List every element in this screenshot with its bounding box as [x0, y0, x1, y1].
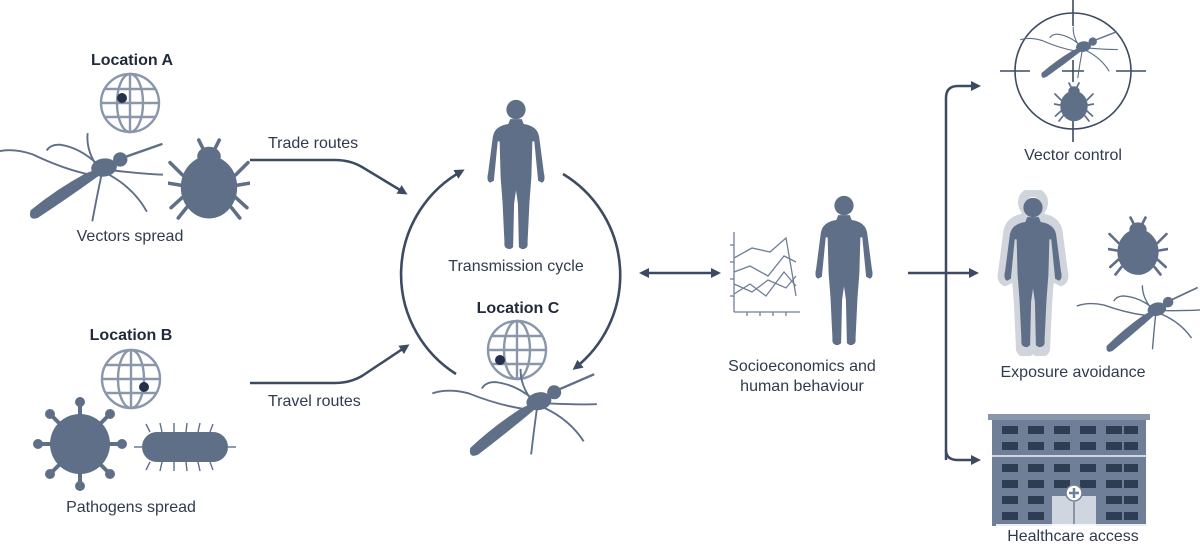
mosquito-icon	[429, 352, 610, 474]
travel-routes-group: Travel routes	[250, 344, 410, 410]
transmission-cycle-group: Transmission cycle Location C	[399, 99, 622, 474]
pathogens-spread-group: Pathogens spread	[33, 397, 236, 516]
travel-routes-label: Travel routes	[268, 393, 361, 410]
location-b-group: Location B	[90, 327, 173, 410]
travel-routes-arrow	[250, 344, 410, 385]
line-chart-icon	[730, 232, 800, 316]
location-a-label: Location A	[91, 52, 174, 69]
human-figure-icon	[815, 195, 873, 346]
virus-icon	[33, 397, 127, 491]
hospital-building-icon	[988, 414, 1150, 526]
tick-icon	[168, 138, 250, 220]
socioeconomics-label-line1: Socioeconomics and	[728, 358, 876, 375]
vectors-spread-group: Vectors spread	[0, 121, 250, 245]
trade-routes-arrow	[250, 158, 408, 195]
mosquito-icon	[0, 121, 173, 235]
mosquito-icon	[1074, 271, 1200, 366]
trade-routes-group: Trade routes	[250, 135, 408, 195]
socioeconomics-label-line2: human behaviour	[740, 378, 864, 395]
location-c-label: Location C	[477, 300, 560, 317]
exposure-avoidance-label: Exposure avoidance	[1001, 364, 1146, 381]
vectors-spread-label: Vectors spread	[77, 228, 184, 245]
location-marker-icon	[495, 355, 505, 365]
cycle-arrow-right	[562, 172, 622, 370]
location-marker-icon	[139, 382, 149, 392]
mosquito-icon	[1018, 18, 1125, 88]
cycle-arrow-left	[399, 169, 465, 376]
transmission-cycle-label: Transmission cycle	[448, 258, 584, 275]
globe-icon	[486, 319, 548, 381]
socioeconomics-group: Socioeconomics and human behaviour	[728, 195, 876, 395]
tick-icon	[1108, 216, 1168, 276]
human-figure-icon	[487, 99, 545, 250]
globe-icon	[99, 72, 161, 134]
location-b-label: Location B	[90, 327, 173, 344]
location-marker-icon	[117, 93, 127, 103]
healthcare-access-label: Healthcare access	[1007, 528, 1139, 545]
bacterium-icon	[134, 422, 236, 472]
tick-icon	[1054, 82, 1094, 122]
pathogens-spread-label: Pathogens spread	[66, 499, 196, 516]
vector-control-group: Vector control	[1000, 0, 1146, 164]
globe-icon	[100, 348, 162, 410]
trade-routes-label: Trade routes	[268, 135, 358, 152]
location-a-group: Location A	[91, 52, 174, 134]
exposure-avoidance-group: Exposure avoidance	[1001, 192, 1200, 381]
vector-control-label: Vector control	[1024, 147, 1122, 164]
healthcare-access-group: Healthcare access	[988, 414, 1150, 546]
intervention-arrows	[908, 81, 981, 465]
